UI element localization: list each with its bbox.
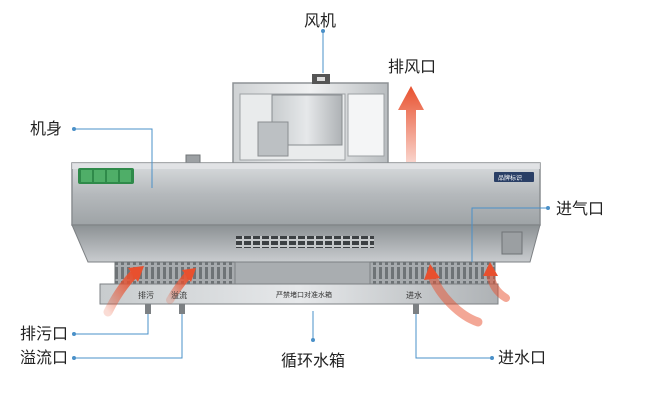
intake-arrow-2	[166, 271, 192, 304]
callout-lines	[74, 31, 548, 359]
front-vent	[236, 236, 374, 248]
callout-dots	[72, 29, 550, 360]
circulating-tank-label: 循环水箱	[281, 351, 346, 370]
outlet-pipes	[145, 304, 419, 314]
drain-outlet-label: 排污口	[20, 324, 69, 343]
exhaust-outlet-label: 排风口	[388, 57, 437, 76]
airflow-arrows	[103, 86, 510, 327]
water-inlet-label: 进水口	[498, 348, 547, 367]
overflow-outlet-label: 溢流口	[20, 348, 69, 367]
intake-arrow-3	[427, 271, 483, 327]
air-inlet-label: 进气口	[556, 199, 605, 218]
fan-label: 风机	[304, 11, 337, 30]
drain-leader	[74, 314, 149, 335]
hood-underside	[71, 224, 541, 305]
fan-housing	[232, 74, 389, 165]
intake-arrow-4	[486, 270, 510, 302]
drain-panel-text: 排污	[138, 291, 154, 300]
water-in-panel-text: 进水	[406, 291, 422, 300]
overflow-panel-text: 溢流	[171, 291, 187, 300]
exhaust-arrow	[398, 86, 424, 162]
brand-badge-text: 品牌标识	[498, 175, 523, 182]
brand-badge	[494, 172, 534, 182]
water-inlet-leader	[415, 314, 492, 359]
tank-warning-text: 严禁堵口对准水箱	[276, 291, 332, 299]
air-inlet-leader	[471, 207, 548, 262]
body-leader	[74, 128, 153, 188]
hood-body	[71, 162, 541, 226]
body-label: 机身	[30, 119, 63, 138]
intake-arrow-1	[103, 269, 139, 317]
overflow-leader	[74, 314, 183, 359]
